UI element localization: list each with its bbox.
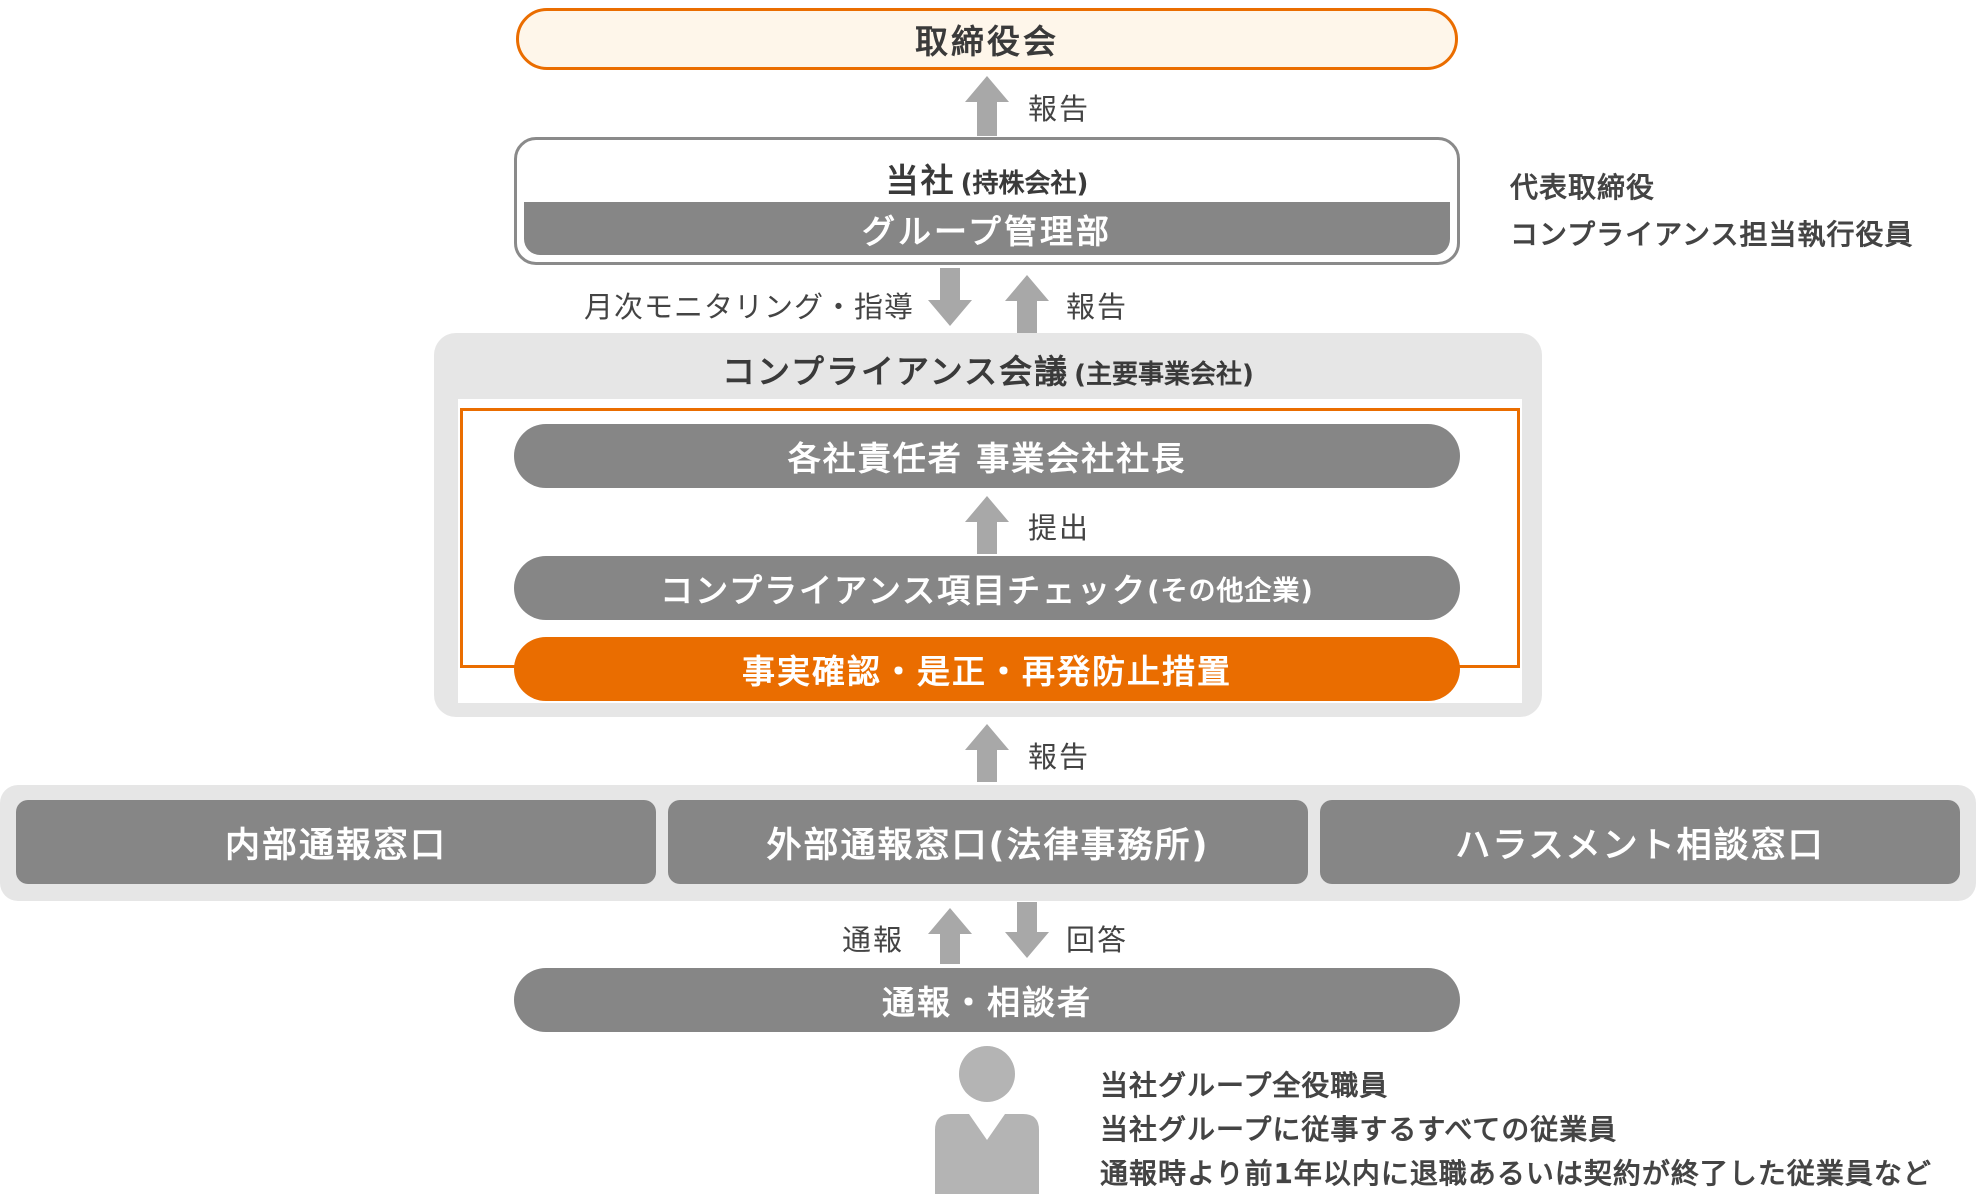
responsible-label: 各社責任者 事業会社社長	[787, 439, 1187, 478]
arrow-down-answer	[1005, 902, 1049, 958]
reporter-label: 通報・相談者	[882, 983, 1092, 1022]
side-role-ceo: 代表取締役	[1510, 171, 1656, 204]
arrow-up-report-windows	[965, 724, 1009, 782]
measures-label: 事実確認・是正・再発防止措置	[742, 652, 1232, 691]
external-window: 外部通報窓口(法律事務所)	[668, 800, 1308, 884]
arrow-up-submit	[965, 496, 1009, 554]
eligible-item-1: 当社グループ全役職員	[1100, 1069, 1389, 1102]
board-box: 取締役会	[516, 8, 1458, 70]
company-title: 当社 (持株会社)	[517, 154, 1457, 202]
compliance-check-pill: コンプライアンス項目チェック (その他企業)	[514, 556, 1460, 620]
arrow-up-report-company	[1005, 275, 1049, 333]
company-name-sub: (持株会社)	[960, 169, 1089, 199]
report-low-label: 報告	[1028, 740, 1091, 774]
reporter-pill: 通報・相談者	[514, 968, 1460, 1032]
notify-label: 通報	[842, 923, 905, 957]
responsible-pill: 各社責任者 事業会社社長	[514, 424, 1460, 488]
group-management-dept: グループ管理部	[524, 202, 1450, 255]
eligible-item-3: 通報時より前1年以内に退職あるいは契約が終了した従業員など	[1100, 1157, 1932, 1190]
arrow-up-notify	[928, 908, 972, 964]
company-box: 当社 (持株会社) グループ管理部	[514, 137, 1460, 265]
report-top-label: 報告	[1028, 92, 1091, 126]
harassment-window-label: ハラスメント相談窓口	[1455, 825, 1825, 866]
dept-label: グループ管理部	[861, 211, 1113, 251]
measures-pill: 事実確認・是正・再発防止措置	[514, 637, 1460, 701]
eligible-item-2: 当社グループに従事するすべての従業員	[1100, 1113, 1618, 1146]
submit-label: 提出	[1028, 511, 1091, 545]
arrow-down-monitoring	[928, 268, 972, 326]
internal-window: 内部通報窓口	[16, 800, 656, 884]
compliance-check-sub: (その他企業)	[1147, 575, 1314, 607]
monitoring-label: 月次モニタリング・指導	[584, 290, 915, 324]
council-title-sub: (主要事業会社)	[1074, 360, 1254, 390]
internal-window-label: 内部通報窓口	[224, 825, 447, 866]
side-role-compliance-officer: コンプライアンス担当執行役員	[1510, 218, 1914, 251]
council-title-main: コンプライアンス会議	[722, 352, 1070, 391]
board-label: 取締役会	[915, 22, 1059, 61]
arrow-up-report-board	[965, 76, 1009, 136]
person-icon	[935, 1046, 1039, 1194]
external-window-label: 外部通報窓口(法律事務所)	[766, 825, 1210, 866]
harassment-window: ハラスメント相談窓口	[1320, 800, 1960, 884]
compliance-check-label: コンプライアンス項目チェック	[660, 571, 1148, 610]
answer-label: 回答	[1066, 923, 1129, 957]
company-name: 当社	[885, 161, 956, 200]
report-mid-label: 報告	[1066, 290, 1129, 324]
council-title: コンプライアンス会議 (主要事業会社)	[434, 345, 1542, 393]
